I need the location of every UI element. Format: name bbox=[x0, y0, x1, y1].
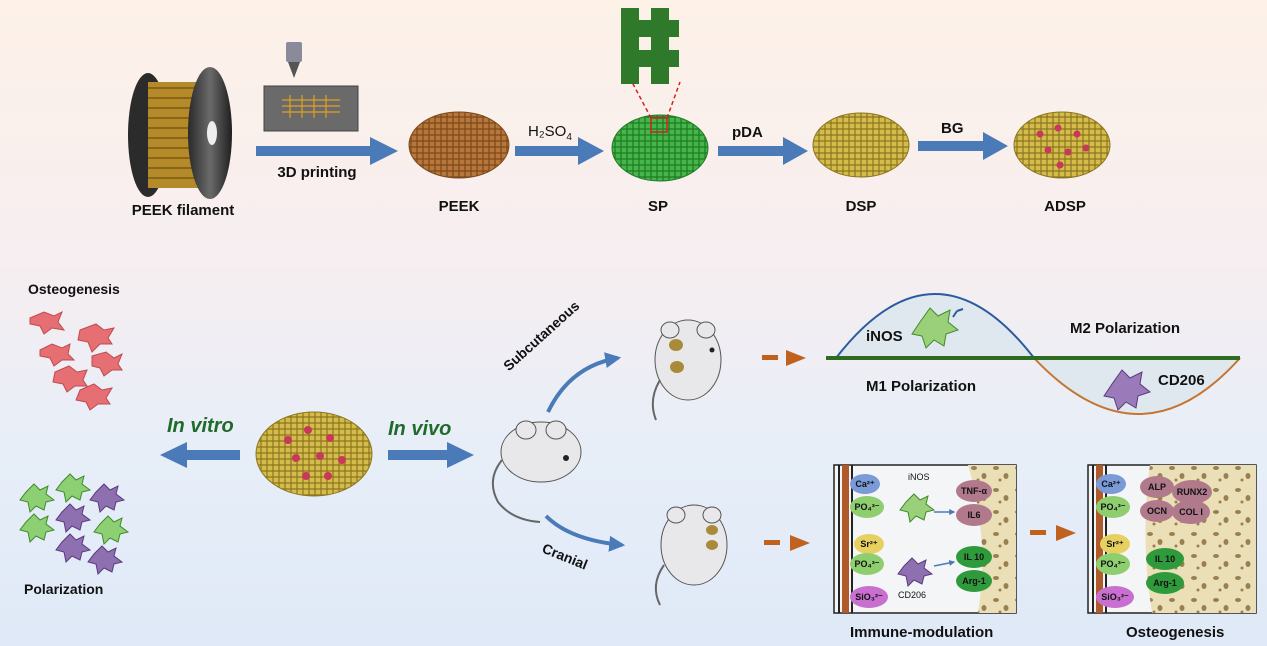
h2so4-label: H₂SO4 bbox=[528, 123, 572, 143]
m2-macrophage-icon bbox=[1103, 369, 1152, 411]
ion-sr: Sr²⁺ bbox=[854, 534, 884, 554]
arrow-bg bbox=[918, 132, 1008, 160]
m1-macrophage-icon bbox=[911, 307, 960, 349]
macrophage-cells-icon bbox=[19, 473, 130, 576]
center-mouse-icon bbox=[491, 420, 582, 523]
m2-polarization-label: M2 Polarization bbox=[1070, 320, 1181, 337]
osteogenesis-title: Osteogenesis bbox=[1126, 624, 1225, 641]
cytokine-il6: IL6 bbox=[956, 504, 992, 526]
in-vivo-label: In vivo bbox=[388, 418, 452, 440]
subcutaneous-mouse-icon bbox=[651, 319, 722, 421]
arrow-subcutaneous bbox=[546, 352, 622, 413]
immune-m1-macrophage-icon bbox=[899, 493, 936, 524]
bg-label: BG bbox=[941, 120, 964, 137]
osteogenesis-left-label: Osteogenesis bbox=[28, 281, 120, 297]
arrow-in-vitro bbox=[160, 442, 240, 468]
adsp-scaffold-icon bbox=[1013, 111, 1111, 179]
cd206-label: CD206 bbox=[1158, 372, 1205, 389]
ion-sio3: SiO₃²⁻ bbox=[850, 586, 888, 608]
osteo-cytokine-arg1: Arg-1 bbox=[1146, 572, 1184, 594]
osteo-ion-sio3: SiO₃²⁻ bbox=[1096, 586, 1134, 608]
arrow-in-vivo bbox=[388, 442, 474, 468]
dsp-label: DSP bbox=[845, 198, 877, 215]
cytokine-il10: IL 10 bbox=[956, 546, 992, 568]
osteo-ion-ca: Ca²⁺ bbox=[1096, 474, 1126, 494]
polarization-curve bbox=[826, 293, 1241, 415]
osteoblast-cells-icon bbox=[29, 310, 123, 411]
sp-scaffold-icon bbox=[611, 81, 709, 182]
3d-printer-icon bbox=[263, 42, 359, 132]
cranial-mouse-icon bbox=[654, 504, 728, 606]
pda-label: pDA bbox=[732, 124, 763, 141]
immune-m2-macrophage-icon bbox=[897, 557, 934, 588]
peek-filament-spool-icon bbox=[128, 67, 232, 199]
inos-label: iNOS bbox=[866, 328, 903, 345]
arrow-cranial bbox=[544, 514, 626, 552]
orange-dashed-arrows bbox=[762, 350, 1076, 551]
osteo-ion-po4-2: PO₄³⁻ bbox=[1096, 553, 1130, 575]
ion-po4: PO₄³⁻ bbox=[850, 496, 884, 518]
adsp-label: ADSP bbox=[1044, 198, 1086, 215]
osteo-cytokine-il10: IL 10 bbox=[1146, 548, 1184, 570]
cd206-small-label: CD206 bbox=[898, 590, 927, 600]
inos-small-label: iNOS bbox=[908, 472, 930, 482]
cytokine-arg1: Arg-1 bbox=[956, 570, 992, 592]
sp-label: SP bbox=[647, 198, 669, 215]
arrow-h2so4 bbox=[515, 137, 604, 165]
marker-alp: ALP bbox=[1140, 476, 1174, 498]
marker-col1: COL I bbox=[1172, 500, 1210, 524]
polarization-left-label: Polarization bbox=[24, 581, 104, 597]
m1-polarization-label: M1 Polarization bbox=[866, 378, 977, 395]
osteo-ion-sr: Sr²⁺ bbox=[1100, 534, 1130, 554]
marker-runx2: RUNX2 bbox=[1172, 480, 1212, 504]
top-process-arrows bbox=[256, 132, 1008, 165]
cytokine-tnf: TNF-α bbox=[956, 480, 992, 502]
peek-scaffold-icon bbox=[408, 111, 510, 179]
in-vitro-label: In vitro bbox=[167, 415, 234, 437]
arrow-3d-printing bbox=[256, 137, 398, 165]
peek-filament-label: PEEK filament bbox=[131, 202, 235, 219]
marker-ocn: OCN bbox=[1140, 500, 1174, 522]
arrow-pda bbox=[718, 137, 808, 165]
adsp-center-scaffold-icon bbox=[255, 411, 373, 497]
ion-ca: Ca²⁺ bbox=[850, 474, 880, 494]
dsp-scaffold-icon bbox=[812, 112, 910, 178]
3d-printing-label: 3D printing bbox=[277, 164, 357, 181]
osteo-ion-po4: PO₄³⁻ bbox=[1096, 496, 1130, 518]
peek-label: PEEK bbox=[438, 198, 480, 215]
immune-modulation-title: Immune-modulation bbox=[850, 624, 994, 641]
sp-zoom-microstructure-icon bbox=[621, 8, 679, 84]
ion-po4-2: PO₄³⁻ bbox=[850, 553, 884, 575]
